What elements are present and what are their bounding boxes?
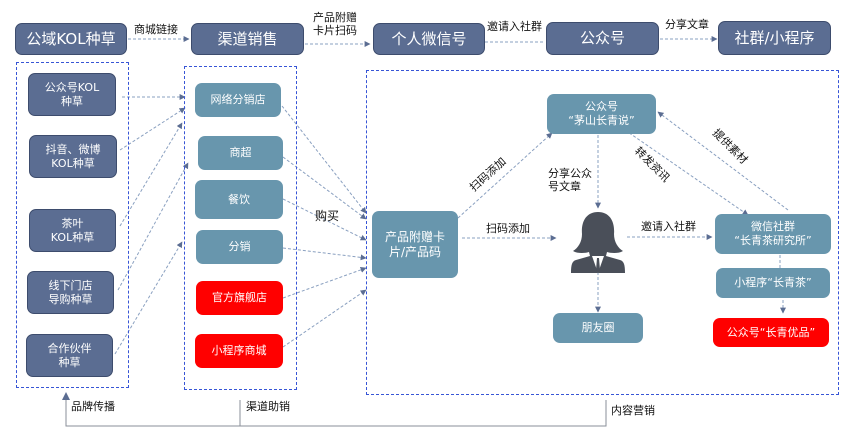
node-official-account[interactable]: 公众号: [546, 22, 659, 55]
node-moments[interactable]: 朋友圈: [553, 313, 643, 343]
channel-item-distribution[interactable]: 分销: [196, 230, 283, 264]
channel-item-catering[interactable]: 餐饮: [195, 180, 283, 219]
edge-brand-4: [117, 162, 189, 291]
edge-label-card-scan: 产品附赠 卡片扫码: [313, 11, 357, 38]
purchase-label: 购买: [315, 209, 340, 223]
edge-channel-4: [282, 247, 367, 261]
node-mini-program[interactable]: 小程序“长青茶”: [716, 268, 830, 298]
feedback-line: [65, 398, 607, 427]
edge-brand-2: [119, 107, 186, 151]
node-oa-maoshan[interactable]: 公众号 “茅山长青说”: [547, 94, 656, 134]
label-brand-spread: 品牌传播: [71, 400, 115, 413]
brand-item-partner[interactable]: 合作伙伴 种草: [26, 334, 113, 377]
node-wechat-group[interactable]: 微信社群 “长青茶研究所”: [715, 214, 831, 254]
edge-label-share-article: 分享公众 号文章: [548, 167, 592, 194]
node-personal-wechat[interactable]: 个人微信号: [373, 23, 485, 55]
channel-item-flagship[interactable]: 官方旗舰店: [196, 281, 283, 315]
brand-group: [16, 62, 129, 388]
edge-label-share: 分享文章: [665, 18, 709, 31]
node-channel-sales[interactable]: 渠道销售: [191, 23, 304, 55]
feedback-arrow: [62, 392, 70, 400]
brand-item-oa-kol[interactable]: 公众号KOL 种草: [28, 73, 116, 116]
label-channel-promo: 渠道助销: [246, 400, 290, 413]
edge-label-invite: 邀请入社群: [487, 20, 542, 33]
person-icon: [571, 212, 625, 273]
edge-brand-5: [114, 241, 183, 355]
edge-label-scan-add-person: 扫码添加: [486, 222, 530, 235]
edge-brand-3: [119, 122, 183, 227]
channel-item-online-store[interactable]: 网络分销店: [195, 83, 281, 117]
edge-label-mall-link: 商城链接: [134, 23, 178, 36]
node-community[interactable]: 社群/小程序: [718, 21, 831, 55]
edge-scan-oa: [457, 132, 553, 219]
edge-label-invite-group: 邀请入社群: [641, 220, 696, 233]
node-oa-shop[interactable]: 公众号“长青优品”: [713, 318, 829, 347]
channel-group: [184, 66, 297, 390]
channel-item-supermarket[interactable]: 商超: [198, 136, 283, 170]
brand-item-tea-kol[interactable]: 茶叶 KOL种草: [29, 209, 116, 252]
edge-material: [657, 111, 789, 211]
channel-item-mini-mall[interactable]: 小程序商城: [195, 334, 283, 368]
brand-item-store-guide[interactable]: 线下门店 导购种草: [27, 271, 114, 314]
content-group: [366, 70, 839, 395]
node-product-card[interactable]: 产品附赠卡 片/产品码: [372, 211, 458, 278]
brand-item-douyin-weibo[interactable]: 抖音、微博 KOL种草: [29, 135, 117, 178]
node-public-kol[interactable]: 公域KOL种草: [15, 23, 127, 55]
label-content-marketing: 内容营销: [611, 404, 655, 417]
